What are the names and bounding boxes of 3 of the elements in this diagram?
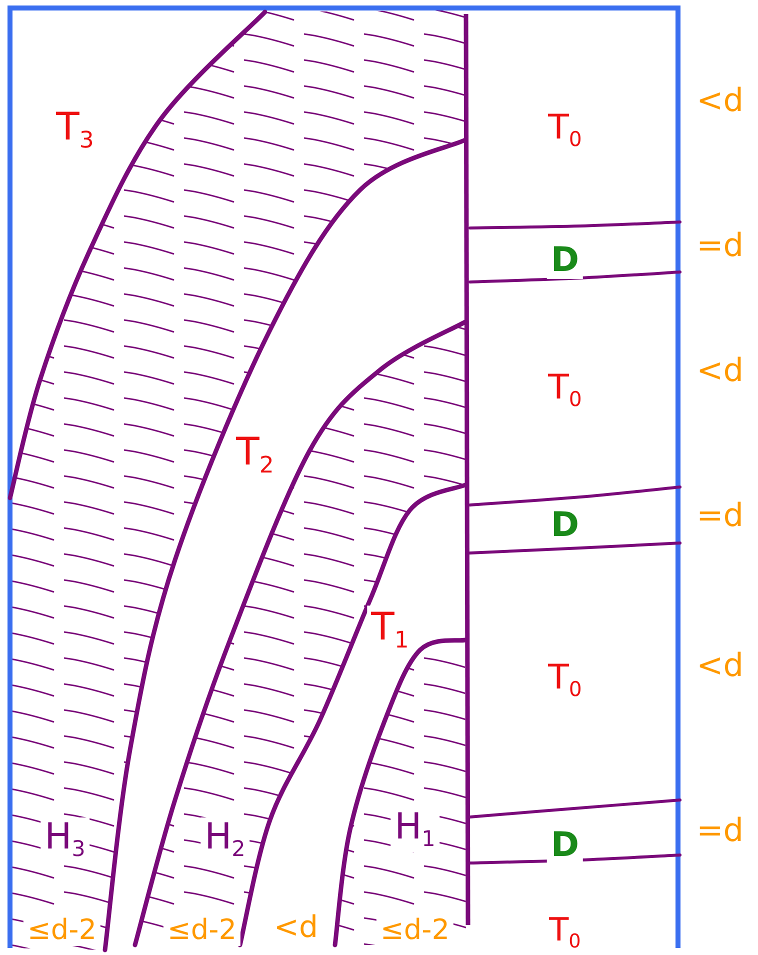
bound-label: ≤d-2 — [376, 914, 454, 946]
bound-label: ≤d-2 — [23, 914, 101, 946]
bound-label: ≤d-2 — [163, 914, 241, 946]
